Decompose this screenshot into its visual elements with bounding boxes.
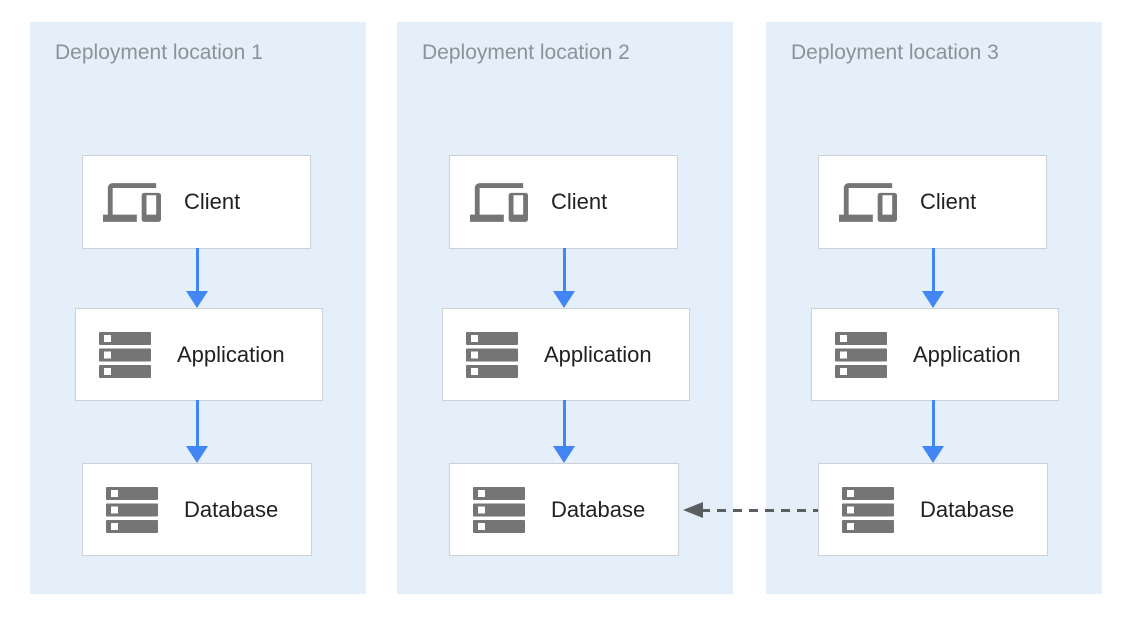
server-stack-icon: [839, 486, 897, 533]
arrow-application-to-database: [922, 400, 944, 463]
arrow-application-to-database: [186, 400, 208, 463]
application-node: Application: [811, 308, 1059, 401]
panel-title: Deployment location 3: [791, 41, 999, 64]
application-node-label: Application: [544, 341, 652, 367]
arrow-client-to-application: [922, 248, 944, 308]
server-stack-icon: [832, 331, 890, 378]
application-node: Application: [442, 308, 690, 401]
panel-title: Deployment location 2: [422, 41, 630, 64]
arrow-client-to-application: [186, 248, 208, 308]
server-stack-icon: [470, 486, 528, 533]
client-node: Client: [449, 155, 678, 249]
client-node: Client: [818, 155, 1047, 249]
devices-icon: [103, 182, 161, 222]
client-node-label: Client: [551, 189, 608, 214]
database-node: Database: [818, 463, 1048, 556]
deployment-location-3-panel: Deployment location 3 Client Application: [766, 22, 1102, 594]
deployment-location-2-panel: Deployment location 2 Client Application: [397, 22, 733, 594]
server-stack-icon: [96, 331, 154, 378]
arrow-shaft: [701, 509, 818, 512]
application-node-label: Application: [913, 341, 1021, 367]
arrow-shaft: [562, 400, 566, 446]
arrow-head: [922, 446, 944, 463]
client-node: Client: [82, 155, 311, 249]
client-node-label: Client: [184, 189, 241, 214]
panel-title: Deployment location 1: [55, 41, 263, 64]
devices-icon: [470, 182, 528, 222]
replication-arrow-database3-to-database2: [683, 502, 818, 518]
arrow-head: [683, 502, 703, 518]
arrow-shaft: [195, 248, 199, 291]
database-node-label: Database: [551, 496, 646, 522]
arrow-shaft: [195, 400, 199, 446]
arrow-application-to-database: [553, 400, 575, 463]
client-node-label: Client: [920, 189, 977, 214]
arrow-head: [186, 291, 208, 308]
database-node: Database: [82, 463, 312, 556]
arrow-shaft: [562, 248, 566, 291]
arrow-head: [553, 291, 575, 308]
arrow-head: [186, 446, 208, 463]
arrow-head: [922, 291, 944, 308]
application-node-label: Application: [177, 341, 285, 367]
devices-icon: [839, 182, 897, 222]
arrow-head: [553, 446, 575, 463]
deployment-location-1-panel: Deployment location 1 Client Application: [30, 22, 366, 594]
application-node: Application: [75, 308, 323, 401]
database-node: Database: [449, 463, 679, 556]
database-node-label: Database: [184, 496, 279, 522]
server-stack-icon: [463, 331, 521, 378]
database-node-label: Database: [920, 496, 1015, 522]
arrow-shaft: [931, 248, 935, 291]
arrow-client-to-application: [553, 248, 575, 308]
arrow-shaft: [931, 400, 935, 446]
server-stack-icon: [103, 486, 161, 533]
